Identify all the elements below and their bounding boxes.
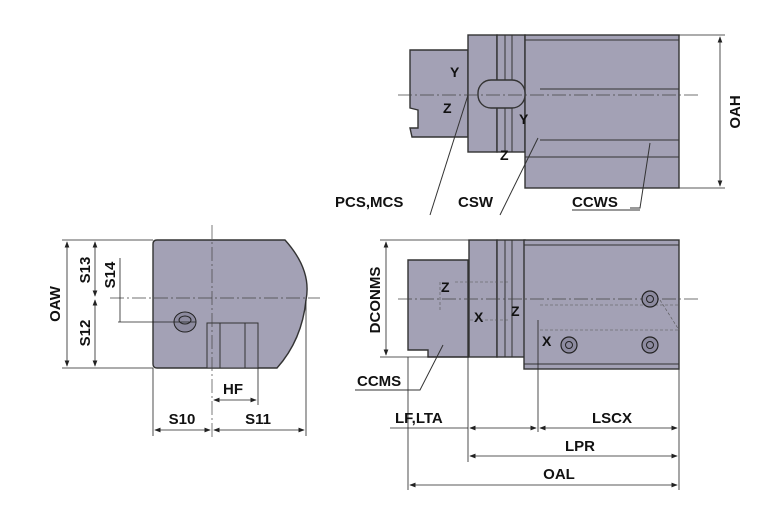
pcs-mcs-label: PCS,MCS <box>335 194 403 211</box>
top-slot <box>477 79 526 109</box>
hf-label: HF <box>223 381 243 398</box>
s10-label: S10 <box>169 411 196 428</box>
axis-y-label: Y <box>450 64 460 80</box>
axis-y-label: Y <box>519 111 529 127</box>
top-view: OAH Y Z Y Z CCWS PCS,MCS CSW <box>335 34 744 216</box>
dconms-label: DCONMS <box>367 267 384 334</box>
s11-label: S11 <box>245 411 271 428</box>
front-flange <box>468 239 498 358</box>
csw-label: CSW <box>458 194 494 211</box>
axis-x-label: X <box>474 309 484 325</box>
axis-z-label: Z <box>443 100 452 116</box>
screw-icon <box>641 290 659 308</box>
ccws-label: CCWS <box>572 194 618 211</box>
front-groove-section <box>496 239 526 358</box>
ccms-label: CCMS <box>357 373 401 390</box>
axis-z-label: Z <box>500 147 509 163</box>
oal-label: OAL <box>543 466 575 483</box>
side-slot <box>206 322 259 369</box>
axis-z-label: Z <box>441 279 450 295</box>
lpr-label: LPR <box>565 438 595 455</box>
lscx-label: LSCX <box>592 410 632 427</box>
side-body <box>152 239 308 369</box>
oaw-label: OAW <box>47 285 64 322</box>
axis-z-label: Z <box>511 303 520 319</box>
s13-label: S13 <box>77 257 94 284</box>
lf-lta-label: LF,LTA <box>395 410 443 427</box>
front-adapter-shank <box>407 259 469 358</box>
s14-label: S14 <box>102 261 119 288</box>
s12-label: S12 <box>77 320 94 347</box>
screw-icon <box>641 336 659 354</box>
axis-x-label: X <box>542 333 552 349</box>
screw-icon <box>560 336 578 354</box>
front-view: Z X Z X DCONMS CCMS LF,LTA LSCX LPR OAL <box>355 239 700 490</box>
side-view: OAW S13 S12 S14 HF S10 S11 <box>47 225 320 440</box>
top-main-body <box>524 34 680 189</box>
oah-label: OAH <box>727 95 744 128</box>
